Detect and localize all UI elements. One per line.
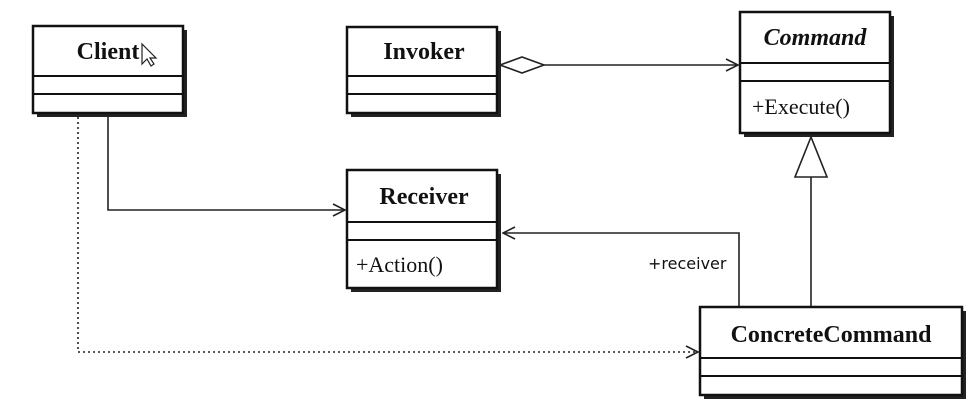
class-client-name: Client <box>77 39 140 65</box>
receiver-role-label: +receiver <box>648 254 727 273</box>
class-command[interactable]: Command +Execute() <box>738 10 894 137</box>
class-invoker[interactable]: Invoker <box>345 25 501 117</box>
dependency-client-concretecommand <box>77 117 698 352</box>
class-receiver-name: Receiver <box>379 184 469 210</box>
class-client[interactable]: Client <box>31 24 187 117</box>
association-client-receiver <box>107 117 345 210</box>
class-command-name: Command <box>764 25 868 51</box>
mouse-cursor-icon <box>141 42 158 67</box>
inheritance-triangle-icon <box>793 134 829 178</box>
class-concretecommand[interactable]: ConcreteCommand <box>698 305 966 399</box>
aggregation-diamond-icon <box>497 56 547 74</box>
generalization-concretecommand-command <box>793 134 829 307</box>
class-concretecommand-name: ConcreteCommand <box>731 322 933 348</box>
class-command-operation: +Execute() <box>752 94 850 119</box>
class-invoker-name: Invoker <box>383 39 465 65</box>
aggregation-invoker-command <box>497 56 738 74</box>
association-concretecommand-receiver <box>503 233 740 307</box>
class-receiver-operation: +Action() <box>356 252 443 277</box>
class-receiver[interactable]: Receiver +Action() <box>345 168 501 292</box>
